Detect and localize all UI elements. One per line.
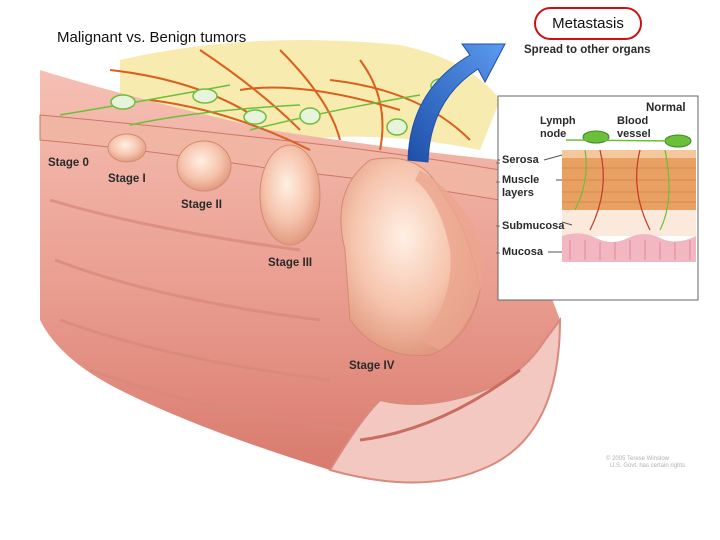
slide-title: Malignant vs. Benign tumors — [57, 29, 247, 46]
lymph-node-label: Lymph node — [540, 115, 579, 140]
tumors — [107, 133, 485, 357]
colon-folds — [49, 198, 351, 432]
serosa-label: Serosa — [502, 154, 540, 166]
colon-cut-edge — [328, 316, 562, 484]
spread-label: Spread to other organs — [524, 44, 651, 56]
mucosa-label: Mucosa — [502, 246, 544, 258]
stage-0-label: Stage 0 — [48, 157, 89, 169]
tumor-stage-i — [107, 133, 147, 163]
metastasis-text: Metastasis — [552, 15, 624, 32]
stage-iv-label: Stage IV — [349, 360, 395, 372]
metastasis-label: Metastasis — [534, 7, 642, 40]
tumor-stage-iii — [259, 144, 321, 246]
metastasis-arrow — [407, 43, 506, 163]
tumor-stage-ii — [176, 140, 232, 192]
copyright-line-1: © 2005 Terese Winslow — [606, 455, 670, 462]
stage-i-label: Stage I — [108, 173, 146, 185]
copyright-line-2: U.S. Govt. has certain rights — [610, 463, 685, 469]
stage-iii-label: Stage III — [268, 257, 312, 269]
blood-vessels — [109, 49, 471, 151]
inset-title: Normal — [646, 102, 686, 114]
submucosa-label: Submucosa — [502, 220, 565, 232]
lymph-vessels — [59, 84, 421, 131]
muscle-layers-label: Muscle layers — [502, 174, 542, 199]
stage-ii-label: Stage II — [181, 199, 222, 211]
blood-vessel-label: Blood vessel — [617, 115, 651, 140]
inset-normal-wall: Normal — [496, 95, 699, 301]
inset-lymph-node — [582, 130, 610, 144]
